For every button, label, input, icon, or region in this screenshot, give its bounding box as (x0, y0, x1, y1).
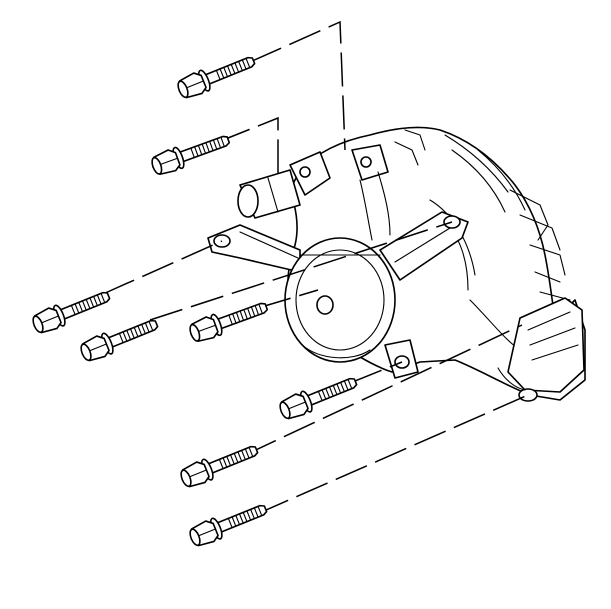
leader-line-3 (102, 240, 223, 295)
leader-line-2 (217, 116, 279, 178)
leader-line-7 (244, 324, 523, 456)
leader-line-1 (249, 20, 346, 151)
bolt-7 (177, 438, 262, 491)
outlet-neck (237, 169, 301, 219)
top-mounting-ears (289, 144, 391, 241)
left-arm (207, 224, 301, 273)
bolt-leader-lines (102, 20, 529, 515)
bolt-6 (276, 370, 361, 423)
leader-line-8 (256, 394, 529, 515)
leader-line-5 (257, 289, 319, 309)
bolt-3 (29, 284, 114, 337)
pump-hub (284, 237, 396, 363)
leader-line-4 (149, 221, 453, 321)
leader-line-6 (349, 361, 403, 384)
bolt-8 (186, 497, 271, 550)
right-arm (379, 211, 469, 281)
bolt-1 (174, 49, 259, 102)
bolt-2 (148, 128, 233, 179)
hub-center-hole (316, 295, 334, 315)
bolt-4 (77, 312, 162, 365)
water-pump-assembly (207, 126, 586, 402)
lower-right-flange (497, 297, 585, 402)
